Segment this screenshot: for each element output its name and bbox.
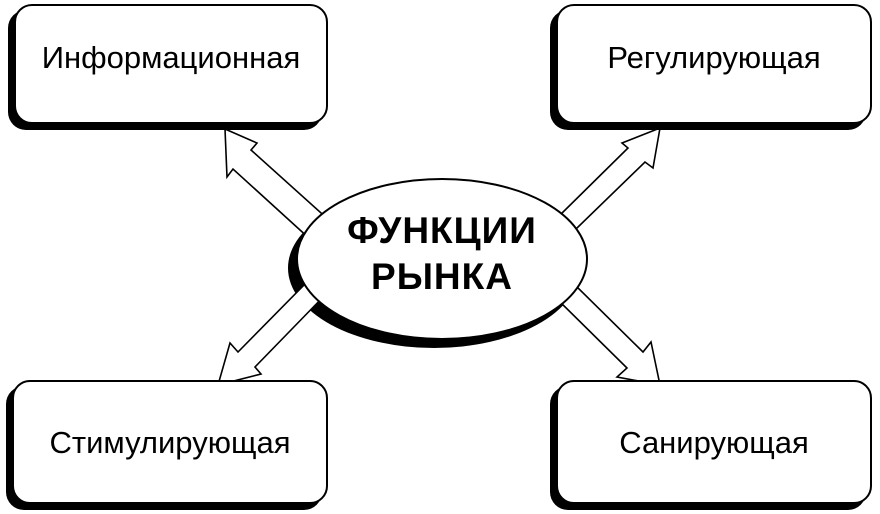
node-regulating: Регулирующая	[556, 4, 872, 124]
center-title-line2: РЫНКА	[371, 256, 513, 297]
node-label: Регулирующая	[607, 40, 821, 75]
node-informational: Информационная	[14, 4, 328, 124]
node-label: Санирующая	[619, 425, 809, 460]
center-ellipse	[296, 178, 588, 340]
node-label: Информационная	[41, 40, 301, 75]
node-sanitizing: Санирующая	[556, 380, 872, 504]
center-title-line1: ФУНКЦИИ	[347, 210, 537, 251]
node-stimulating: Стимулирующая	[12, 380, 328, 504]
center-title: ФУНКЦИИ РЫНКА	[292, 208, 592, 300]
node-label: Стимулирующая	[49, 425, 291, 460]
